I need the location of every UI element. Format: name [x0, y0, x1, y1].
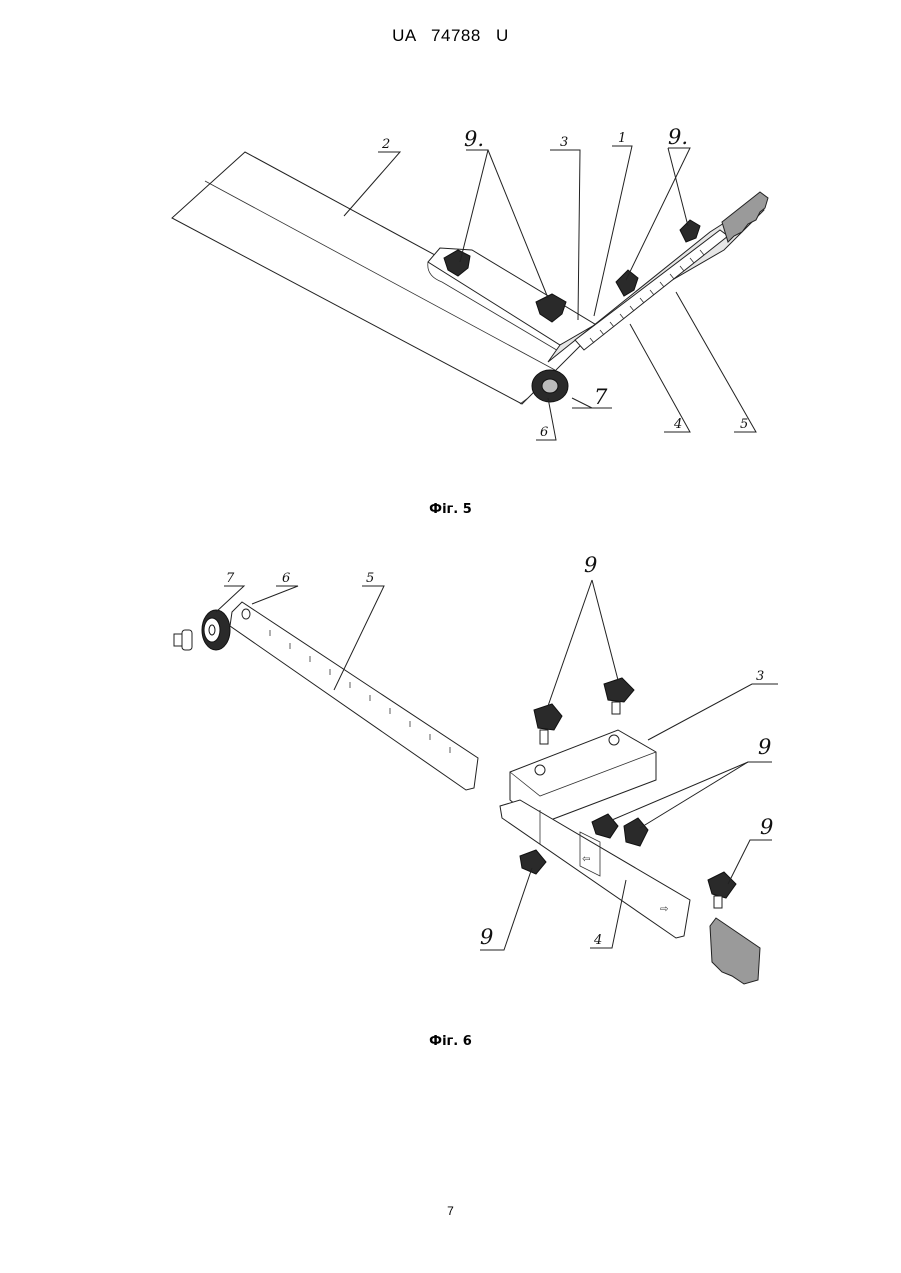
knob-icon [604, 678, 634, 714]
fig5-label-9-left: 9. [464, 127, 484, 151]
knob-icon [624, 818, 648, 846]
fig5-label-4: 4 [673, 417, 682, 432]
figure-6-drawing: ⇦ ⇨ 7 6 5 9 3 9 9 9 4 [0, 550, 901, 1010]
page-number: 7 [0, 1204, 901, 1218]
knob-icon [680, 220, 700, 242]
fig5-label-1: 1 [618, 131, 626, 146]
svg-text:⇨: ⇨ [660, 904, 668, 915]
fig6-label-9-far-right: 9 [760, 815, 773, 839]
fig5-label-7: 7 [594, 385, 608, 409]
fig6-label-7: 7 [226, 571, 235, 586]
fig6-label-9-top: 9 [584, 553, 597, 577]
ruler-part-5 [230, 602, 478, 790]
knob-icon [534, 704, 562, 744]
knob-icon [520, 850, 546, 874]
toothed-end-piece [722, 192, 768, 242]
fig5-label-5: 5 [740, 417, 748, 432]
fig6-label-4: 4 [593, 933, 602, 948]
fig6-label-3: 3 [756, 669, 764, 684]
figure-5-drawing: 2 9. 3 1 9. 7 6 4 5 [0, 110, 901, 590]
fig6-label-9-right: 9 [758, 735, 771, 759]
figure-5-caption: Фіг. 5 [0, 502, 901, 517]
roller-wheel-part-7 [532, 370, 568, 402]
patent-number-header: UA 74788 U [0, 26, 901, 46]
blade-part-2 [172, 152, 588, 404]
fig6-label-9-bottom: 9 [480, 925, 493, 949]
figure-6-caption: Фіг. 6 [0, 1034, 901, 1049]
fig5-label-9-right: 9. [668, 125, 688, 149]
screw-icon [174, 630, 192, 650]
toothed-end-piece [710, 918, 760, 984]
svg-text:⇦: ⇦ [582, 854, 590, 865]
fig5-label-3: 3 [560, 135, 568, 150]
fig5-label-2: 2 [381, 137, 390, 152]
fig5-label-6: 6 [540, 425, 548, 440]
fig6-label-6: 6 [282, 571, 290, 586]
fig6-label-5: 5 [366, 571, 374, 586]
roller-wheel-part-7 [202, 610, 230, 650]
knob-icon [592, 814, 618, 838]
